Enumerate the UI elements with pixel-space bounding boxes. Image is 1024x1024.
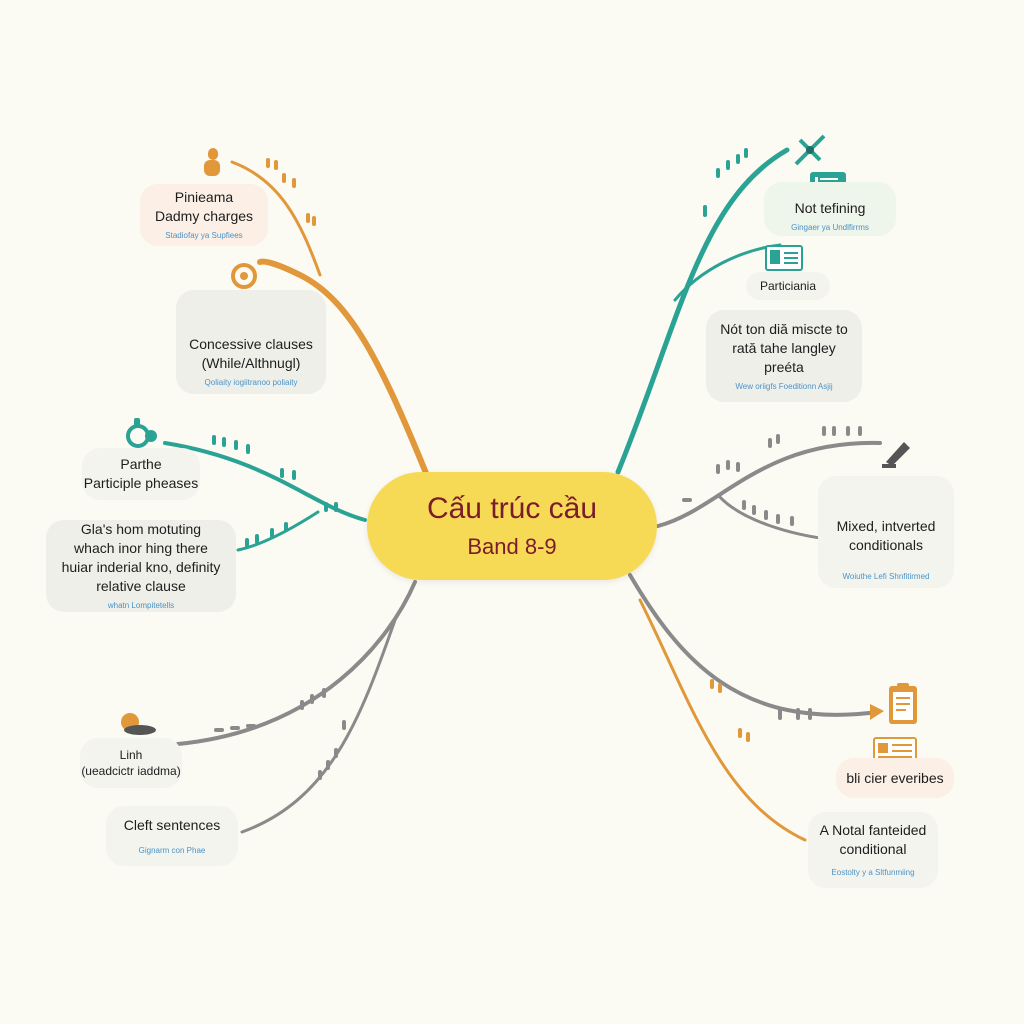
clipboard-icon (889, 683, 917, 724)
branch-blicier (628, 573, 880, 717)
hand-icon (204, 148, 220, 176)
central-title: Cấu trúc cầu (426, 492, 598, 525)
central-topic[interactable]: Cấu trúc cầu Band 8-9 (367, 472, 657, 580)
node-particiania[interactable]: Particiania (746, 272, 830, 300)
node-linh[interactable]: Linh (ueadcictr iaddma) (80, 738, 182, 788)
node-blicier-label: bli cier everibes (846, 769, 944, 786)
node-anotal-sub: Eostolty y a Sltfunmiing (831, 868, 915, 877)
node-relative-sub: whatn Lompitetells (107, 601, 175, 610)
pencil-icon (882, 442, 910, 468)
node-concessive[interactable]: Concessive clauses (While/Althnugl) Qoli… (176, 290, 326, 394)
branch-top-left (257, 258, 431, 481)
node-notton[interactable]: Nót ton diă miscte to rată tahe langley … (706, 310, 862, 402)
node-cleft-label: Cleft sentences (123, 816, 221, 833)
branch-top-left-thin (230, 160, 322, 277)
node-anotal[interactable]: A Notal fanteided conditional Eostolty y… (808, 812, 938, 888)
node-pinieama[interactable]: Pinieama Dadmy charges Stadiofay ya Supf… (140, 184, 268, 246)
node-notdefining-sub: Gingaer ya Undlfirrms (791, 222, 869, 232)
arrow-blicier (870, 704, 884, 720)
node-pinieama-sub: Stadiofay ya Supfiees (165, 231, 243, 240)
node-mixed[interactable]: Mixed, intverted conditionals Woiuthe Le… (818, 476, 954, 588)
node-notton-sub: Wew oriigfs Foeditionn Asjij (735, 381, 833, 391)
node-mixed-label: Mixed, intverted conditionals (836, 518, 936, 553)
gear-small-icon (231, 263, 257, 289)
node-particiania-label: Particiania (759, 278, 817, 293)
central-subtitle: Band 8-9 (467, 534, 557, 559)
branch-relative (236, 510, 320, 552)
node-concessive-sub: Qoliaity iogiitranoo poliaity (204, 378, 298, 387)
compass-icon (794, 134, 826, 166)
branch-cleft (240, 618, 397, 834)
node-linh-label: Linh (ueadcictr iaddma) (81, 748, 181, 778)
snail-icon (121, 713, 156, 735)
node-notdefining[interactable]: Not tefining Gingaer ya Undlfirrms (764, 182, 896, 236)
node-concessive-label: Concessive clauses (While/Althnugl) (189, 336, 313, 371)
gear-icon (126, 418, 157, 448)
branch-participle (163, 441, 367, 522)
branch-notdefining (615, 147, 790, 475)
node-mixed-sub: Woiuthe Lefi Shnfitirmed (842, 572, 930, 581)
node-cleft[interactable]: Cleft sentences Gignarm con Phae (106, 806, 238, 866)
node-cleft-sub: Gignarm con Phae (138, 845, 206, 855)
node-notdefining-label: Not tefining (794, 199, 866, 216)
node-participle-label: Parthe Participle pheases (83, 456, 199, 491)
branch-mixed (656, 440, 882, 528)
node-pinieama-label: Pinieama Dadmy charges (154, 189, 254, 224)
music-sheet-icon (765, 245, 803, 271)
node-relative-label: Gla's hom motuting whach inor hing there… (61, 521, 221, 594)
node-blicier[interactable]: bli cier everibes (836, 758, 954, 798)
node-participle[interactable]: Parthe Participle pheases (82, 448, 200, 500)
node-relative[interactable]: Gla's hom motuting whach inor hing there… (46, 520, 236, 612)
node-notton-label: Nót ton diă miscte to rată tahe langley … (720, 320, 848, 375)
branch-linh (176, 580, 417, 746)
node-anotal-label: A Notal fanteided conditional (819, 822, 927, 857)
branch-anotal (638, 598, 807, 842)
